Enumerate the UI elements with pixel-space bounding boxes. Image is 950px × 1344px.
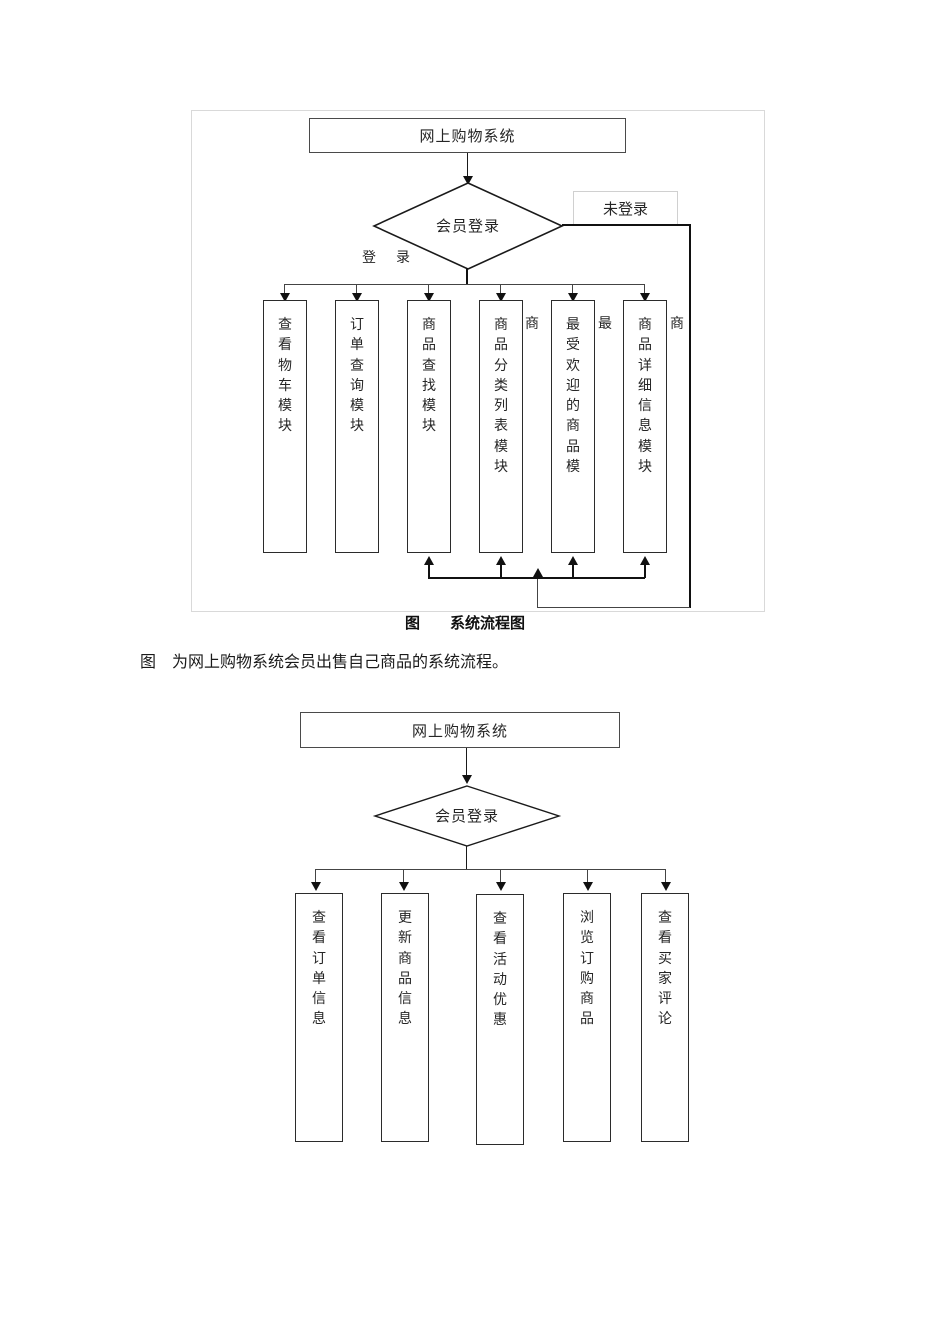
figure1-fanout-bus	[284, 284, 644, 285]
figure1-drop-6	[644, 284, 645, 295]
figure1-decision-stem	[466, 268, 468, 284]
figure2-arrow-to-decision	[462, 775, 472, 784]
figure1-return-arrow-6	[640, 556, 650, 565]
figure1-branch-no-box: 未登录	[573, 191, 678, 225]
figure1-module-box-6: 商品详细信息模块	[623, 300, 667, 553]
figure1-branch-yes-label: 登 录	[362, 250, 413, 266]
figure1-feedback-top-segment	[562, 224, 691, 226]
figure2-drop-5	[665, 869, 666, 884]
figure1-drop-5	[572, 284, 573, 295]
figure2-module-box-1: 查看订单信息	[295, 893, 343, 1142]
figure2-arrow-module-4	[583, 882, 593, 891]
figure2-module-label-1: 查看订单信息	[312, 910, 326, 1028]
figure1-module-box-3: 商品查找模块	[407, 300, 451, 553]
figure1-return-arrow-4	[496, 556, 506, 565]
figure1-connector-title-to-decision	[467, 153, 468, 180]
figure2-arrow-module-1	[311, 882, 321, 891]
figure1-module-label-4: 商品分类列表模块	[494, 317, 508, 476]
figure1-feedback-riser	[537, 578, 538, 608]
figure1-caption: 图 系统流程图	[405, 614, 526, 632]
figure1-overflow-char-5: 最	[598, 316, 612, 332]
figure1-module-box-1: 查看物车模块	[263, 300, 307, 553]
figure1-arrow-module-4	[496, 293, 506, 302]
figure1-decision-diamond: 会员登录	[372, 182, 564, 270]
figure2-drop-1	[315, 869, 316, 884]
figure2-module-box-3: 查看活动优惠	[476, 894, 524, 1145]
figure1-decision-label: 会员登录	[435, 217, 500, 235]
figure2-module-label-2: 更新商品信息	[398, 910, 412, 1028]
figure2-title-box: 网上购物系统	[300, 712, 620, 748]
figure1-drop-4	[500, 284, 501, 295]
figure1-return-riser-4	[500, 565, 502, 578]
figure2-title-label: 网上购物系统	[411, 721, 508, 740]
figure2-connector-title-to-decision	[466, 748, 467, 776]
figure1-return-riser-6	[644, 565, 646, 578]
figure2-fanout-bus	[315, 869, 665, 870]
figure1-drop-1	[284, 284, 285, 295]
figure2-drop-3	[500, 869, 501, 884]
figure1-return-riser-5	[572, 565, 574, 578]
figure2-module-label-3: 查看活动优惠	[493, 911, 507, 1029]
figure1-return-arrow-3	[424, 556, 434, 565]
figure2-drop-2	[403, 869, 404, 884]
figure2-decision-stem	[466, 846, 467, 869]
figure2-arrow-module-3	[496, 882, 506, 891]
figure1-drop-3	[428, 284, 429, 295]
figure1-return-bus	[428, 577, 645, 579]
figure1-arrow-module-1	[280, 293, 290, 302]
figure1-arrow-module-2	[352, 293, 362, 302]
figure1-branch-no-label: 未登录	[602, 199, 648, 218]
figure1-arrow-module-5	[568, 293, 578, 302]
figure1-drop-2	[356, 284, 357, 295]
figure1-module-box-2: 订单查询模块	[335, 300, 379, 553]
figure1-module-label-6: 商品详细信息模块	[638, 317, 652, 476]
figure2-drop-4	[587, 869, 588, 884]
figure1-return-arrow-5	[568, 556, 578, 565]
figure1-title-box: 网上购物系统	[309, 118, 626, 153]
figure1-title-label: 网上购物系统	[419, 127, 516, 145]
figure2-decision-label: 会员登录	[434, 807, 499, 825]
figure1-arrow-module-6	[640, 293, 650, 302]
figure2-module-box-2: 更新商品信息	[381, 893, 429, 1142]
figure1-feedback-arrow	[533, 568, 543, 577]
figure1-feedback-right-segment	[689, 224, 691, 608]
body-paragraph: 图 为网上购物系统会员出售自己商品的系统流程。	[140, 652, 509, 671]
figure2-module-label-5: 查看买家评论	[658, 910, 672, 1028]
figure2-decision-diamond: 会员登录	[372, 785, 562, 847]
figure1-module-label-5: 最受欢迎的商品模	[566, 317, 580, 476]
figure2-arrow-module-5	[661, 882, 671, 891]
figure2-module-label-4: 浏览订购商品	[580, 910, 594, 1028]
figure1-module-label-1: 查看物车模块	[278, 317, 292, 435]
figure2-module-box-5: 查看买家评论	[641, 893, 689, 1142]
figure1-arrow-to-decision	[463, 176, 473, 185]
figure2-arrow-module-2	[399, 882, 409, 891]
figure1-overflow-char-6: 商	[670, 316, 684, 332]
figure2-module-box-4: 浏览订购商品	[563, 893, 611, 1142]
figure1-return-riser-3	[428, 565, 430, 578]
figure1-module-label-2: 订单查询模块	[350, 317, 364, 435]
figure1-module-box-5: 最受欢迎的商品模	[551, 300, 595, 553]
figure1-overflow-char-4: 商	[525, 316, 539, 332]
figure1-module-label-3: 商品查找模块	[422, 317, 436, 435]
figure1-arrow-module-3	[424, 293, 434, 302]
figure1-feedback-bottom-segment	[537, 607, 690, 608]
figure1-module-box-4: 商品分类列表模块	[479, 300, 523, 553]
